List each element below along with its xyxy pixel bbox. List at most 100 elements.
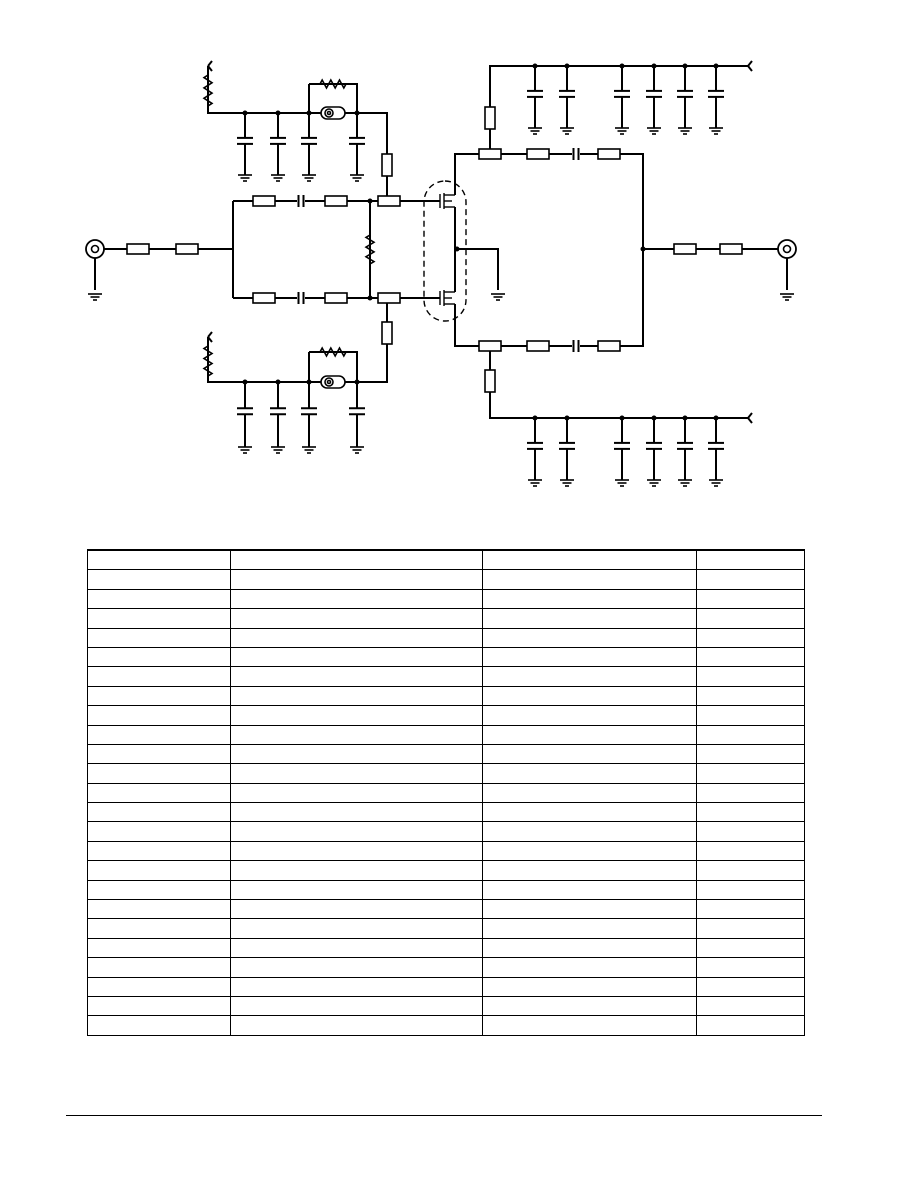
table-row [87,666,805,687]
junction [354,110,360,116]
wire [489,65,748,154]
table-row [87,802,805,823]
bias-supply-terminal [747,412,753,424]
table-cell [230,588,483,610]
ground-symbol [709,127,723,135]
bypass-capacitor [708,66,724,128]
wire [490,153,644,347]
junction [640,246,646,252]
resistor [377,292,401,304]
resistor [381,321,393,345]
table-cell [482,937,697,959]
ground-symbol [560,127,574,135]
bypass-capacitor [614,66,630,128]
table-cell [87,763,231,784]
table-row [87,1015,805,1036]
junction [242,110,248,116]
ground-symbol [780,293,794,301]
table-cell [696,685,805,707]
junction [242,379,248,385]
resistor [252,292,276,304]
capacitor [297,195,305,207]
table-cell [696,782,805,804]
table-cell [482,763,697,784]
ground-symbol [491,293,505,301]
table-cell [230,899,483,920]
amplifier-schematic [85,60,797,487]
resistor [478,148,502,160]
wire [454,304,490,347]
resistor [484,106,496,130]
table-cell [696,976,805,997]
ground-symbol [647,127,661,135]
table-cell [87,937,231,959]
table-cell [482,627,697,648]
table-row [87,743,805,765]
table-cell [230,782,483,804]
table-cell [230,743,483,765]
bypass-capacitor [527,66,543,128]
bypass-capacitor [527,418,543,480]
table-cell [87,588,231,610]
table-cell [87,879,231,901]
table-row [87,646,805,668]
wire [454,153,490,195]
table-cell [696,821,805,842]
resistor [175,243,199,255]
table-cell [696,705,805,726]
table-cell [87,995,231,1017]
junction [354,379,360,385]
table-cell [696,569,805,590]
bypass-capacitor [301,382,317,447]
table-cell [482,802,697,823]
table-cell [696,608,805,629]
bypass-capacitor [301,113,317,175]
table-cell [230,685,483,707]
bypass-capacitor [270,382,286,447]
ferrite-bead [320,375,346,389]
bypass-capacitor [677,418,693,480]
table-cell [696,879,805,901]
table-row [87,918,805,939]
ground-symbol [560,479,574,487]
resistor [673,243,697,255]
table-cell [230,937,483,959]
schematic-components [85,60,797,487]
resistor-zigzag [319,78,347,90]
table-cell [482,782,697,804]
ground-symbol [238,446,252,454]
bypass-capacitor [708,418,724,480]
junction [275,110,281,116]
table-cell [482,569,697,590]
table-cell [482,957,697,978]
table-cell [696,549,805,571]
table-cell [230,840,483,862]
table-cell [87,860,231,881]
table-row [87,782,805,804]
table-cell [87,646,231,668]
table-row [87,976,805,997]
table-cell [482,918,697,939]
table-cell [482,743,697,765]
table-cell [230,763,483,784]
table-cell [230,821,483,842]
table-row [87,840,805,862]
table-cell [87,685,231,707]
table-row [87,995,805,1017]
table-cell [230,608,483,629]
resistor [719,243,743,255]
table-cell [230,957,483,978]
resistor [324,292,348,304]
table-row [87,957,805,978]
bias-supply-terminal [207,331,213,343]
table-row [87,763,805,784]
resistor [526,340,550,352]
table-cell [230,569,483,590]
table-cell [230,860,483,881]
resistor-zigzag [364,234,376,265]
ground-symbol [615,127,629,135]
table-cell [230,879,483,901]
table-row [87,705,805,726]
wire [489,346,748,419]
table-row [87,627,805,648]
